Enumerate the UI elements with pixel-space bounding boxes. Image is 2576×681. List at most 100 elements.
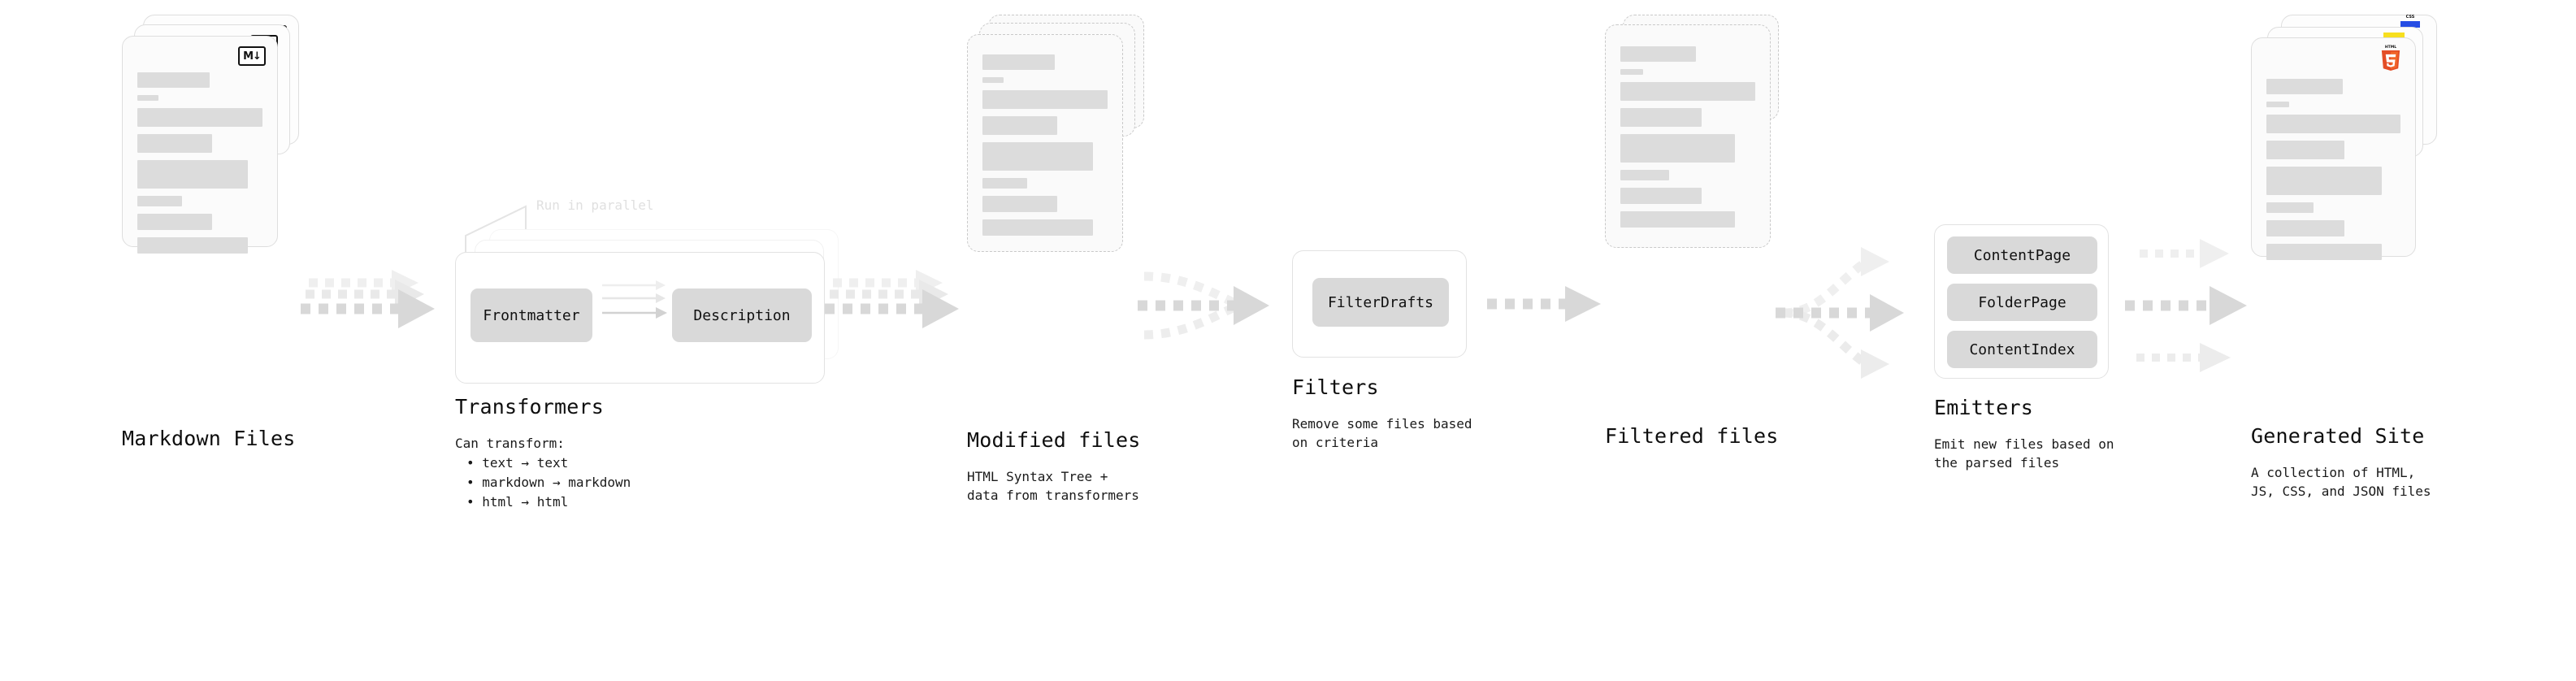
content-bar	[137, 214, 213, 230]
stage-title-filters: Filters	[1292, 375, 1379, 399]
content-bar	[2266, 202, 2314, 213]
content-bar	[2266, 244, 2382, 260]
connector-modified-to-filters	[1138, 271, 1269, 340]
transformers-box[interactable]: Frontmatter Description	[455, 252, 825, 384]
diverge-line-top	[1783, 258, 1870, 318]
arrow-strong-main	[301, 289, 435, 328]
transformers-bullet-2: • html → html	[466, 494, 569, 510]
content-bar	[982, 142, 1093, 171]
site-doc-content	[2266, 79, 2400, 267]
filtered-doc-content	[1620, 46, 1755, 235]
arrow-faint-top	[2140, 239, 2229, 268]
transformers-internal-arrows	[602, 280, 667, 319]
filter-pill-filterdrafts[interactable]: FilterDrafts	[1312, 278, 1449, 327]
connector-transformers-to-modified	[825, 270, 959, 328]
filtered-doc-front[interactable]	[1605, 24, 1771, 248]
arrow-head-mid	[1870, 294, 1904, 332]
run-in-parallel-label: Run in parallel	[536, 197, 654, 213]
emitter-pill-contentpage[interactable]: ContentPage	[1947, 236, 2097, 274]
stage-subtitle-filters: Remove some files based on criteria	[1292, 416, 1472, 450]
connector-filtered-to-emitters	[1776, 247, 1904, 379]
stage-title-emitters: Emitters	[1934, 396, 2034, 419]
content-bar	[137, 196, 183, 206]
diverge-line-bottom	[1783, 308, 1870, 368]
content-bar	[2266, 102, 2290, 107]
content-bar	[982, 219, 1093, 236]
svg-text:HTML: HTML	[2385, 45, 2396, 50]
internal-arrow-top	[602, 280, 666, 290]
content-bar	[2266, 115, 2400, 133]
markdown-icon: M↓	[238, 46, 266, 66]
css-badge-bar: CSS	[2400, 15, 2420, 28]
emitter-pill-contentindex[interactable]: ContentIndex	[1947, 331, 2097, 368]
stage-title-filtered-files: Filtered files	[1605, 424, 1779, 448]
content-bar	[982, 77, 1004, 83]
emitter-pill-folderpage[interactable]: FolderPage	[1947, 284, 2097, 321]
content-bar	[982, 54, 1056, 70]
filtered-file-stack	[1605, 0, 1792, 293]
content-bar	[2266, 79, 2344, 94]
content-bar	[1620, 188, 1702, 204]
content-bar	[982, 116, 1058, 135]
markdown-badge-label: M↓	[238, 46, 266, 66]
arrow-head-bottom	[1861, 349, 1889, 379]
markdown-doc-front[interactable]: M↓	[122, 36, 278, 254]
stage-title-modified-files: Modified files	[967, 428, 1141, 452]
content-bar	[137, 108, 262, 127]
arrow-strong-mid	[2125, 286, 2247, 325]
content-bar	[1620, 108, 1702, 127]
stage-title-generated-site: Generated Site	[2251, 424, 2425, 448]
content-bar	[982, 178, 1028, 189]
stage-subtitle-modified-files: HTML Syntax Tree + data from transformer…	[967, 469, 1139, 503]
content-bar	[982, 90, 1108, 109]
stage-title-transformers: Transformers	[455, 395, 605, 419]
content-bar	[982, 196, 1058, 212]
content-bar	[2266, 220, 2344, 236]
css-badge-label: CSS	[2405, 15, 2415, 20]
stage-subtitle-emitters: Emit new files based on the parsed files	[1934, 436, 2114, 471]
modified-doc-content	[982, 54, 1108, 243]
internal-arrow-mid	[602, 293, 666, 303]
content-bar	[2266, 167, 2382, 195]
content-bar	[137, 160, 248, 189]
transformer-pill-description[interactable]: Description	[672, 288, 812, 342]
html5-icon: HTML	[2379, 45, 2402, 71]
run-in-parallel-bracket	[465, 205, 527, 254]
markdown-file-stack: M↓ M↓ M↓	[122, 0, 309, 293]
content-bar	[1620, 69, 1644, 75]
content-bar	[2266, 141, 2344, 159]
site-doc-front[interactable]: HTML	[2251, 37, 2416, 260]
arrow-head	[1234, 286, 1269, 325]
content-bar	[137, 134, 213, 153]
modified-doc-front[interactable]	[967, 34, 1123, 252]
transformer-pill-frontmatter[interactable]: Frontmatter	[471, 288, 592, 342]
arrow-head-top	[1861, 247, 1889, 276]
css-icon: CSS	[2400, 15, 2420, 28]
content-bar	[1620, 134, 1736, 163]
transformers-bullet-0: • text → text	[466, 455, 569, 471]
content-bar	[1620, 46, 1696, 62]
connector-emitters-to-site	[2125, 239, 2247, 372]
connector-md-to-transformers	[301, 270, 435, 328]
content-bar	[1620, 82, 1755, 101]
arrow-head	[1565, 286, 1601, 322]
site-file-stack: CSS HTML	[2251, 0, 2438, 301]
connector-filters-to-filtered	[1487, 286, 1601, 322]
arrow-faint-bottom	[2136, 343, 2231, 372]
stage-subtitle-generated-site: A collection of HTML, JS, CSS, and JSON …	[2251, 465, 2431, 499]
filters-box[interactable]: FilterDrafts	[1292, 250, 1467, 358]
internal-arrow-bottom	[602, 307, 667, 319]
html5-shield: HTML	[2381, 45, 2400, 71]
content-bar	[137, 72, 210, 88]
transformers-bullet-1: • markdown → markdown	[466, 475, 631, 490]
content-bar	[137, 237, 248, 254]
content-bar	[1620, 170, 1669, 180]
arrow-strong-main	[825, 289, 959, 328]
markdown-doc-content	[137, 72, 262, 261]
content-bar	[137, 95, 159, 101]
converge-line-top	[1143, 271, 1239, 309]
modified-file-stack	[967, 0, 1154, 293]
emitters-box[interactable]: ContentPage FolderPage ContentIndex	[1934, 224, 2109, 379]
stage-title-markdown-files: Markdown Files	[122, 427, 296, 450]
